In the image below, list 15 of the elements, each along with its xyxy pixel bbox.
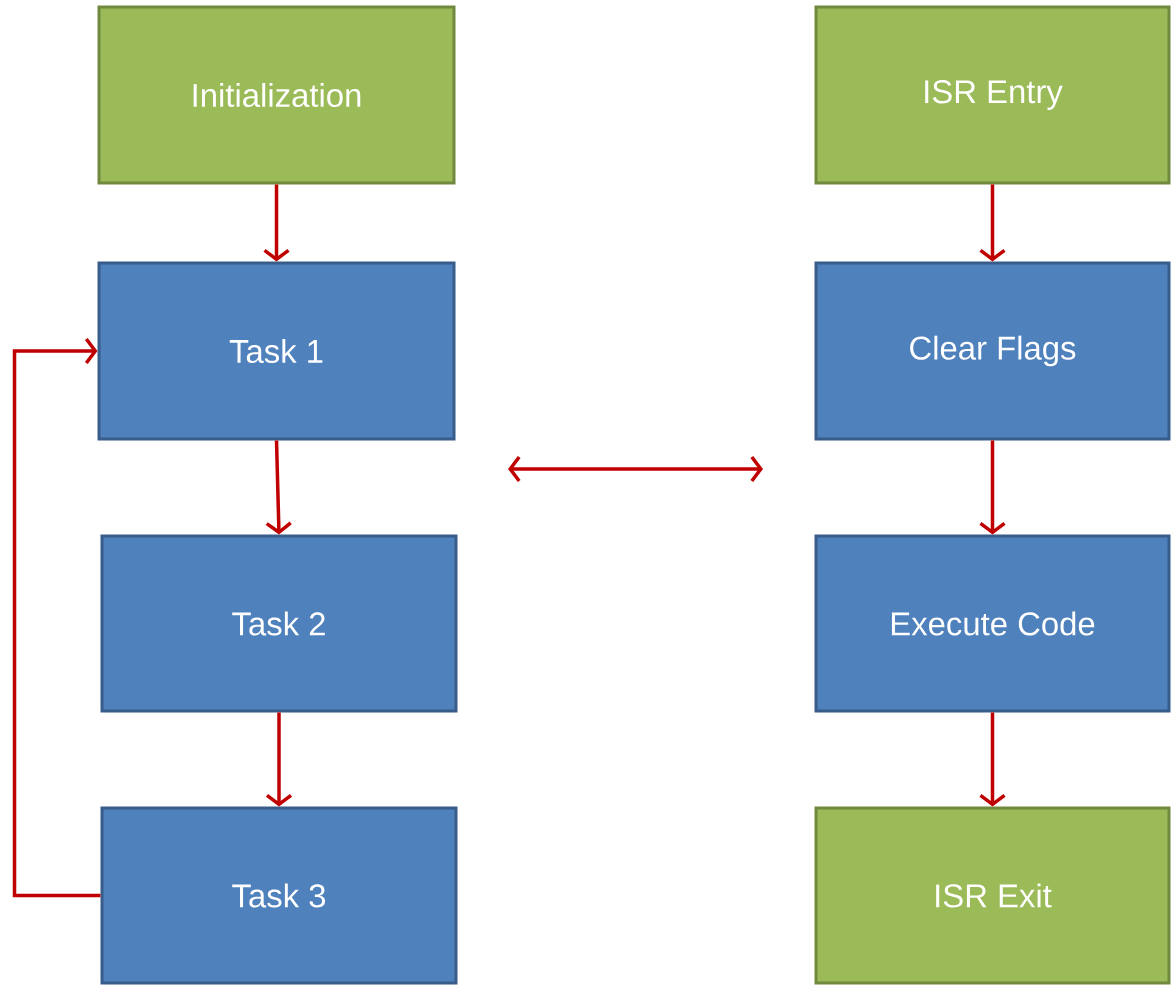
start-box: ISR Entry [814, 5, 1171, 185]
start-box: ISR Exit [814, 806, 1171, 985]
arrow [263, 184, 290, 262]
process-box: Task 1 [97, 261, 456, 441]
arrow [12, 337, 101, 898]
process-box: Task 2 [100, 534, 458, 713]
start-box: Initialization [97, 5, 456, 185]
process-box: Task 3 [100, 806, 458, 985]
arrow [265, 712, 293, 807]
arrow [979, 184, 1006, 262]
arrow [265, 440, 292, 535]
process-box: Clear Flags [814, 261, 1171, 441]
arrow [979, 440, 1006, 535]
arrow [979, 712, 1006, 807]
process-box: Execute Code [814, 534, 1171, 713]
